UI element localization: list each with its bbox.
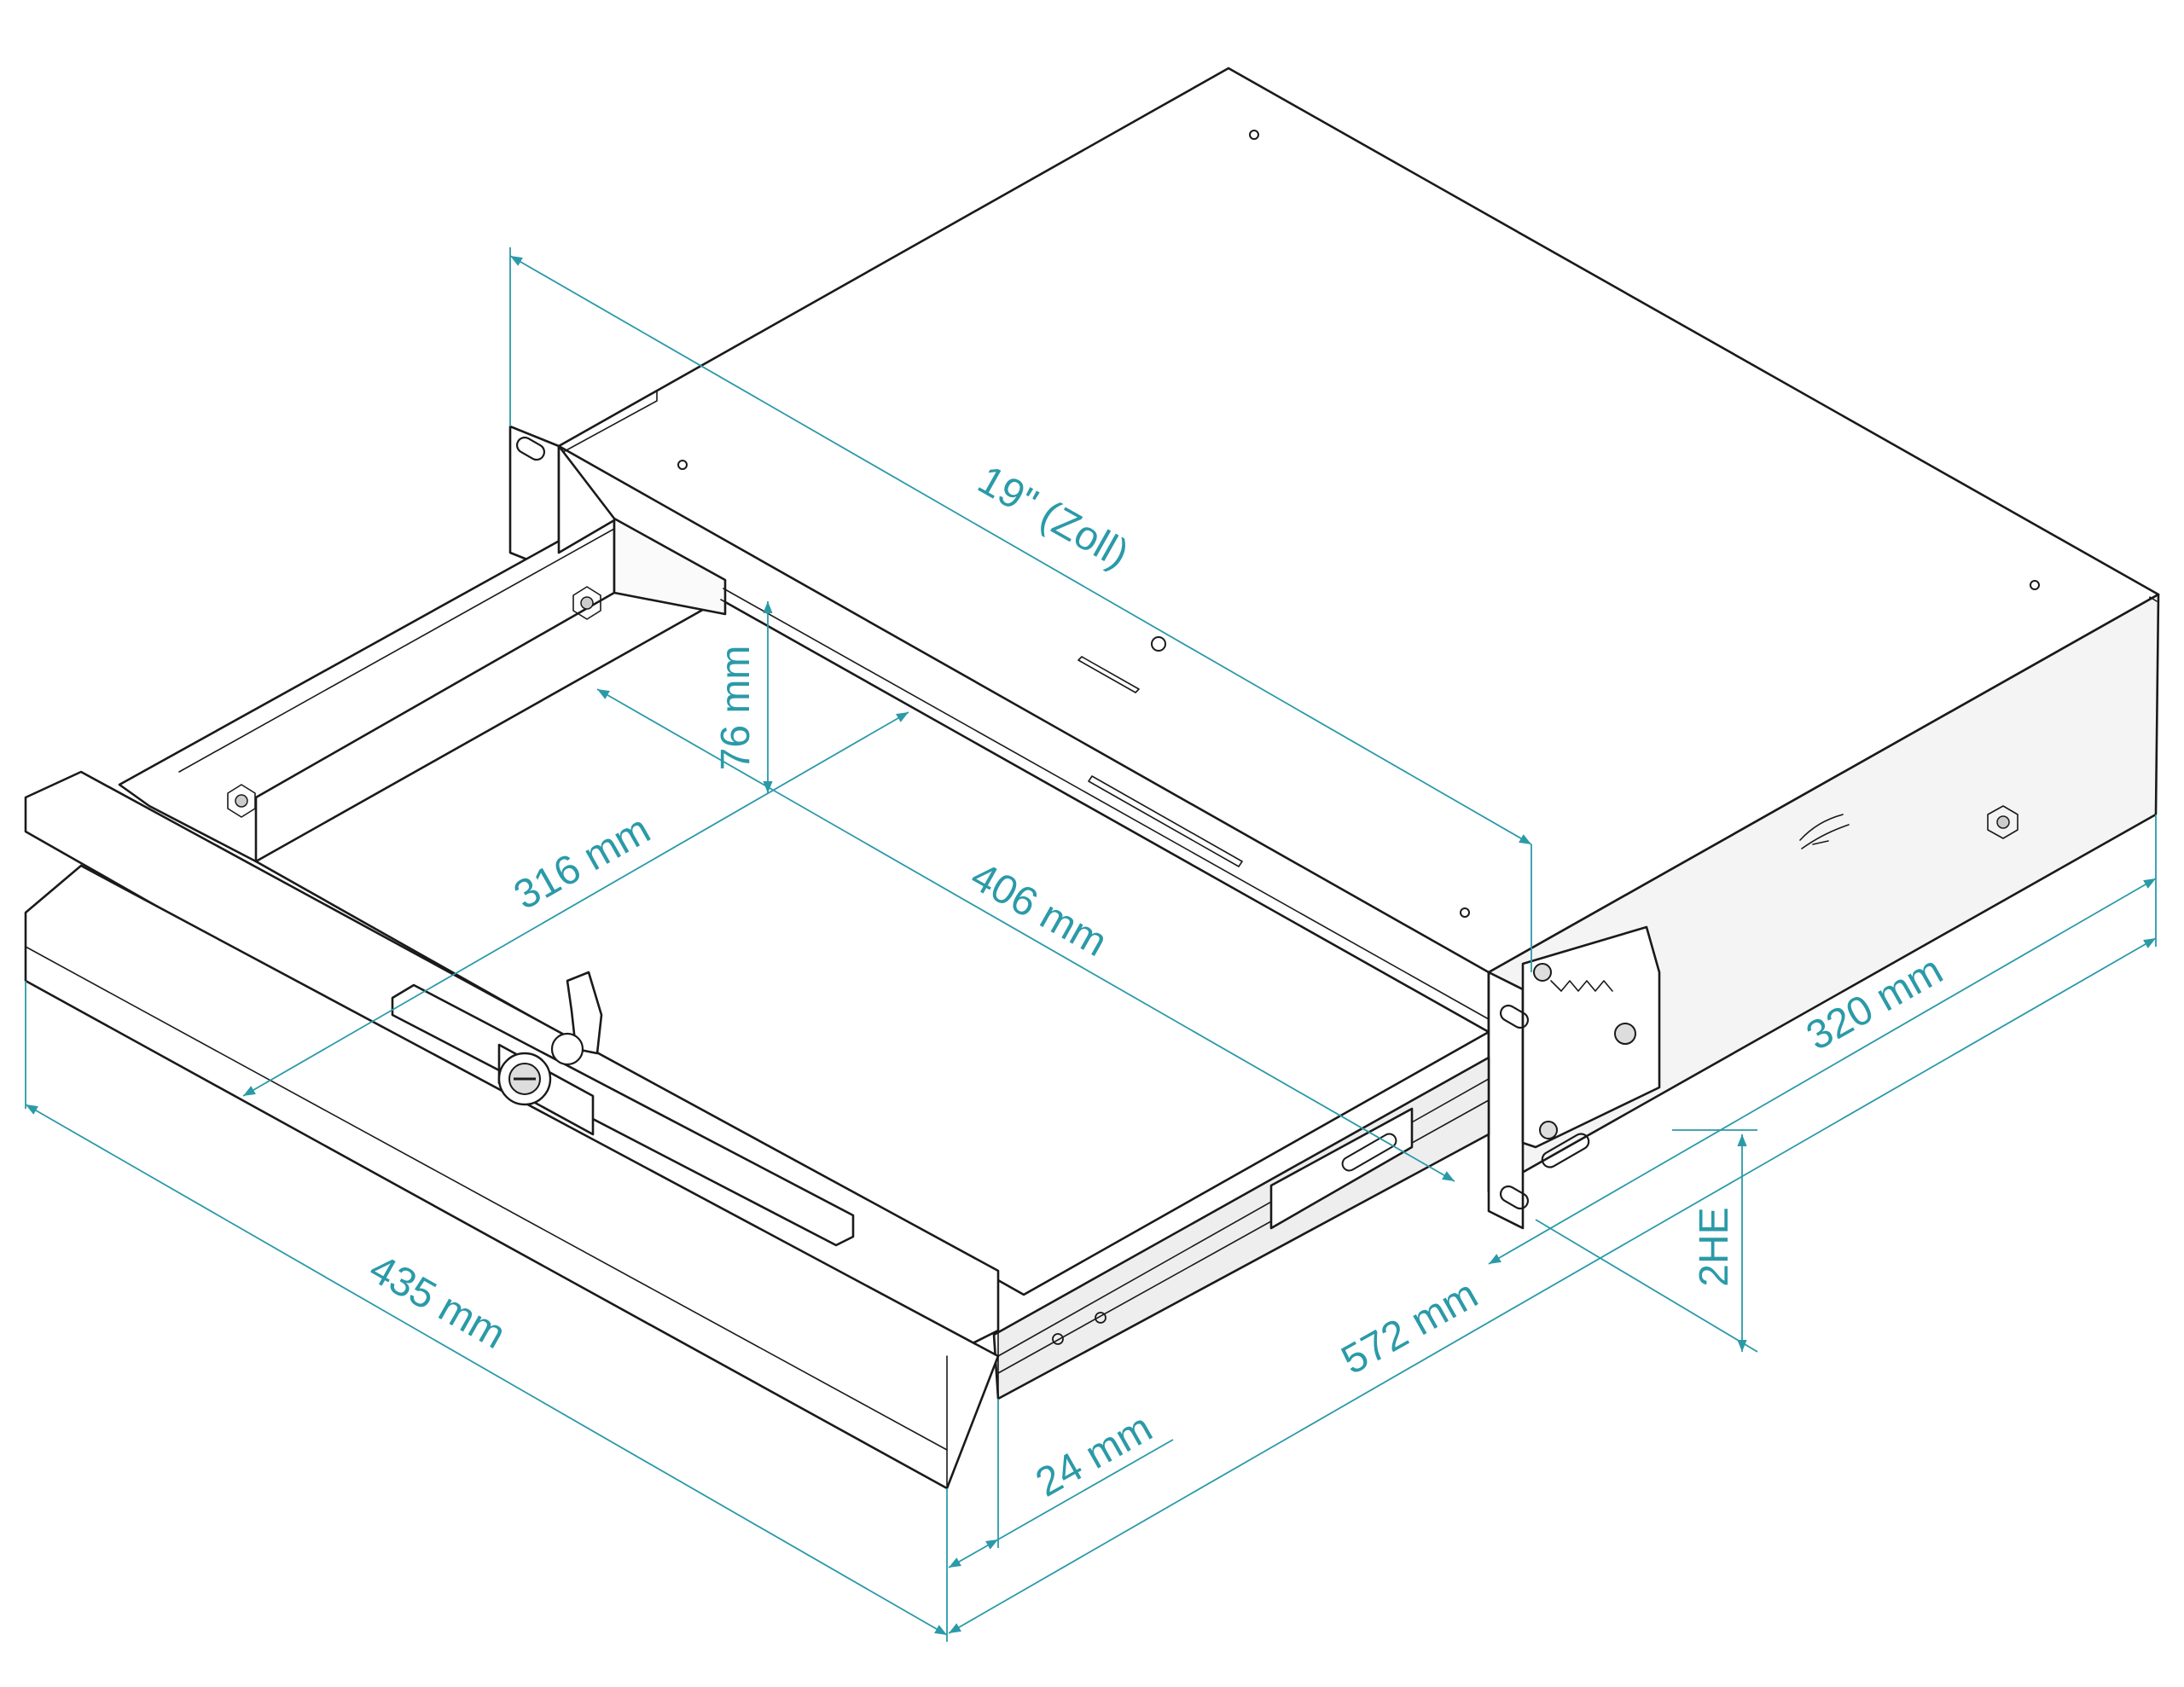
top-rivet — [1249, 130, 1259, 140]
brand-logo-icon — [1799, 814, 1850, 849]
ear-screw — [1533, 963, 1552, 982]
dimension-label-inner-height: 76 mm — [713, 646, 758, 771]
dim-line-front-offset — [948, 1539, 999, 1568]
ear-screw — [1614, 1023, 1636, 1045]
ear-screw — [1539, 1121, 1558, 1139]
top-rivet — [2030, 580, 2040, 590]
top-rivet — [1460, 907, 1470, 918]
dim-label-leader — [997, 1439, 1174, 1540]
dim-line-total-depth — [948, 937, 2157, 1634]
dim-line-outer-width — [25, 1104, 948, 1636]
dimension-label-height-units: 2HE — [1692, 1207, 1737, 1286]
drawer-back-wall — [613, 517, 727, 616]
extension-line — [1535, 1219, 1758, 1353]
hex-nut-icon — [1987, 805, 2018, 839]
dimension-label-front-offset: 24 mm — [1028, 1405, 1159, 1505]
dimension-label-total-depth: 572 mm — [1334, 1272, 1485, 1383]
dimension-lines — [25, 247, 2157, 1642]
